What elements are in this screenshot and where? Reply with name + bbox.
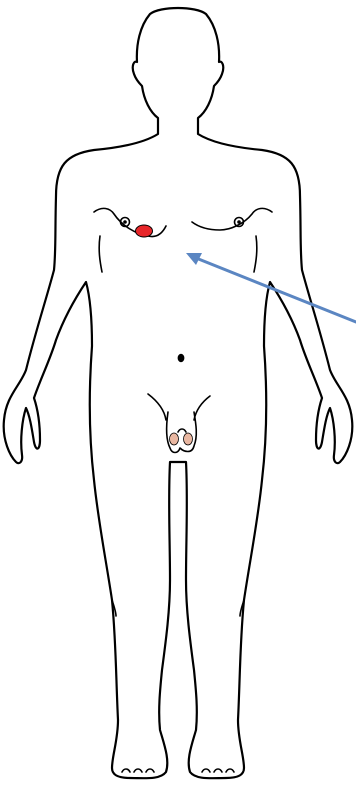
body-outline (4, 8, 353, 778)
left-toes (202, 769, 234, 772)
right-toes (122, 769, 154, 772)
left-arm-crease (254, 236, 257, 272)
genital-outline (167, 412, 197, 453)
body-details (94, 208, 272, 772)
left-testis (184, 433, 193, 445)
penis-tip (178, 429, 186, 432)
right-groin-line (148, 394, 166, 420)
head-outline (4, 8, 353, 778)
left-pectoral-line (192, 208, 272, 230)
right-testis (170, 433, 179, 445)
lesion-marker (136, 225, 153, 237)
pointer-arrow (186, 253, 356, 322)
right-arm-crease (99, 236, 102, 272)
left-groin-line (194, 396, 210, 420)
nipples (121, 218, 244, 227)
navel (178, 355, 183, 362)
